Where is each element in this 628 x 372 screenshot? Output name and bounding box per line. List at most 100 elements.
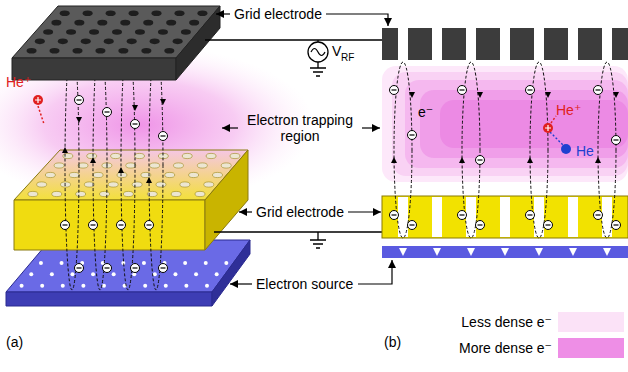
leader-arrow <box>222 127 238 128</box>
grid-hole <box>143 20 153 26</box>
electron-sign <box>460 214 465 215</box>
grid-hole <box>63 153 73 158</box>
emitter-dot <box>70 272 74 276</box>
electron <box>145 221 154 230</box>
emitter-dot <box>164 284 168 288</box>
electron-sign <box>105 267 110 268</box>
ground-symbol <box>310 240 326 248</box>
emitter-dot <box>60 261 64 265</box>
electron-sign <box>161 135 166 136</box>
callout-label: Grid electrode <box>234 6 322 22</box>
grid-hole <box>69 172 79 177</box>
atom-label: He <box>576 143 594 159</box>
grid-hole <box>58 39 68 45</box>
electron <box>612 221 621 230</box>
voltage-subscript: RF <box>341 52 354 64</box>
grid-side <box>205 150 248 250</box>
electron <box>526 211 535 220</box>
electron <box>476 156 485 165</box>
grid-front <box>14 200 205 250</box>
legend-swatch <box>558 312 624 332</box>
grid-hole <box>164 48 174 54</box>
grid-slot <box>568 28 578 60</box>
grid-hole <box>123 191 133 196</box>
motion-arrow <box>613 92 619 98</box>
electron-sign <box>410 134 415 135</box>
motion-arrow <box>409 92 415 98</box>
grid-hole <box>27 48 37 54</box>
grid-hole <box>118 48 128 54</box>
callout-label: Electron source <box>256 276 353 292</box>
panel-label: (a) <box>6 334 23 350</box>
grid-hole <box>135 29 145 35</box>
motion-arrow <box>391 157 397 163</box>
electron <box>131 120 140 129</box>
emitter-dot <box>183 261 187 265</box>
emitter-dot <box>215 272 219 276</box>
grid-slot <box>432 28 442 60</box>
emitter-tip <box>399 248 407 256</box>
density-layer <box>382 66 628 182</box>
rf-wire <box>205 39 382 40</box>
ion <box>543 123 553 133</box>
emitter-dot <box>50 272 54 276</box>
grid-hole <box>81 39 91 45</box>
electron <box>390 211 399 220</box>
helium-atom <box>561 144 571 154</box>
electron-sign <box>614 224 619 225</box>
grid-hole <box>182 153 192 158</box>
motion-arrow <box>459 157 465 163</box>
electron <box>131 264 140 273</box>
leader-arrow <box>348 211 381 212</box>
grid-slot <box>500 197 510 237</box>
grid-hole <box>95 48 105 54</box>
emitter-tip <box>603 248 611 256</box>
emitter-dot <box>224 261 228 265</box>
emitter-dot <box>20 284 24 288</box>
grid-hole <box>195 191 205 196</box>
electron <box>458 86 467 95</box>
grid-hole <box>197 163 207 168</box>
grid-hole <box>37 182 47 187</box>
legend-text: Less dense e⁻ <box>461 314 552 330</box>
electron-sign <box>614 139 619 140</box>
electron-sign <box>478 224 483 225</box>
grid-hole <box>106 10 116 16</box>
grid-hole <box>54 163 64 168</box>
leader-arrow <box>239 211 252 212</box>
ion-path <box>38 106 44 124</box>
collision-path <box>550 132 564 146</box>
electron <box>75 96 84 105</box>
grid-section <box>382 196 628 238</box>
grid-hole <box>76 191 86 196</box>
top-grid-side <box>176 6 220 80</box>
grid-hole <box>60 10 70 16</box>
grid-hole <box>165 172 175 177</box>
electron-sign <box>161 267 166 268</box>
electron-sign <box>63 224 68 225</box>
grid-hole <box>173 163 183 168</box>
motion-arrow <box>160 99 166 105</box>
grid-hole <box>72 48 82 54</box>
grid-slot <box>568 197 578 237</box>
grid-hole <box>204 182 214 187</box>
emitter-dot <box>205 284 209 288</box>
grid-hole <box>221 163 231 168</box>
grid-hole <box>35 39 45 45</box>
grid-hole <box>156 182 166 187</box>
panel-label: (b) <box>384 334 401 350</box>
electron <box>544 221 553 230</box>
ion <box>33 95 43 105</box>
electron-sign <box>460 89 465 90</box>
source-front <box>6 292 212 306</box>
motion-arrow <box>76 117 82 123</box>
grid-hole <box>189 172 199 177</box>
grid-hole <box>212 172 222 177</box>
motion-arrow <box>132 105 138 111</box>
leader-arrow <box>358 260 392 284</box>
grid-hole <box>52 191 62 196</box>
electron <box>526 86 535 95</box>
grid-hole <box>108 182 118 187</box>
electron <box>594 211 603 220</box>
